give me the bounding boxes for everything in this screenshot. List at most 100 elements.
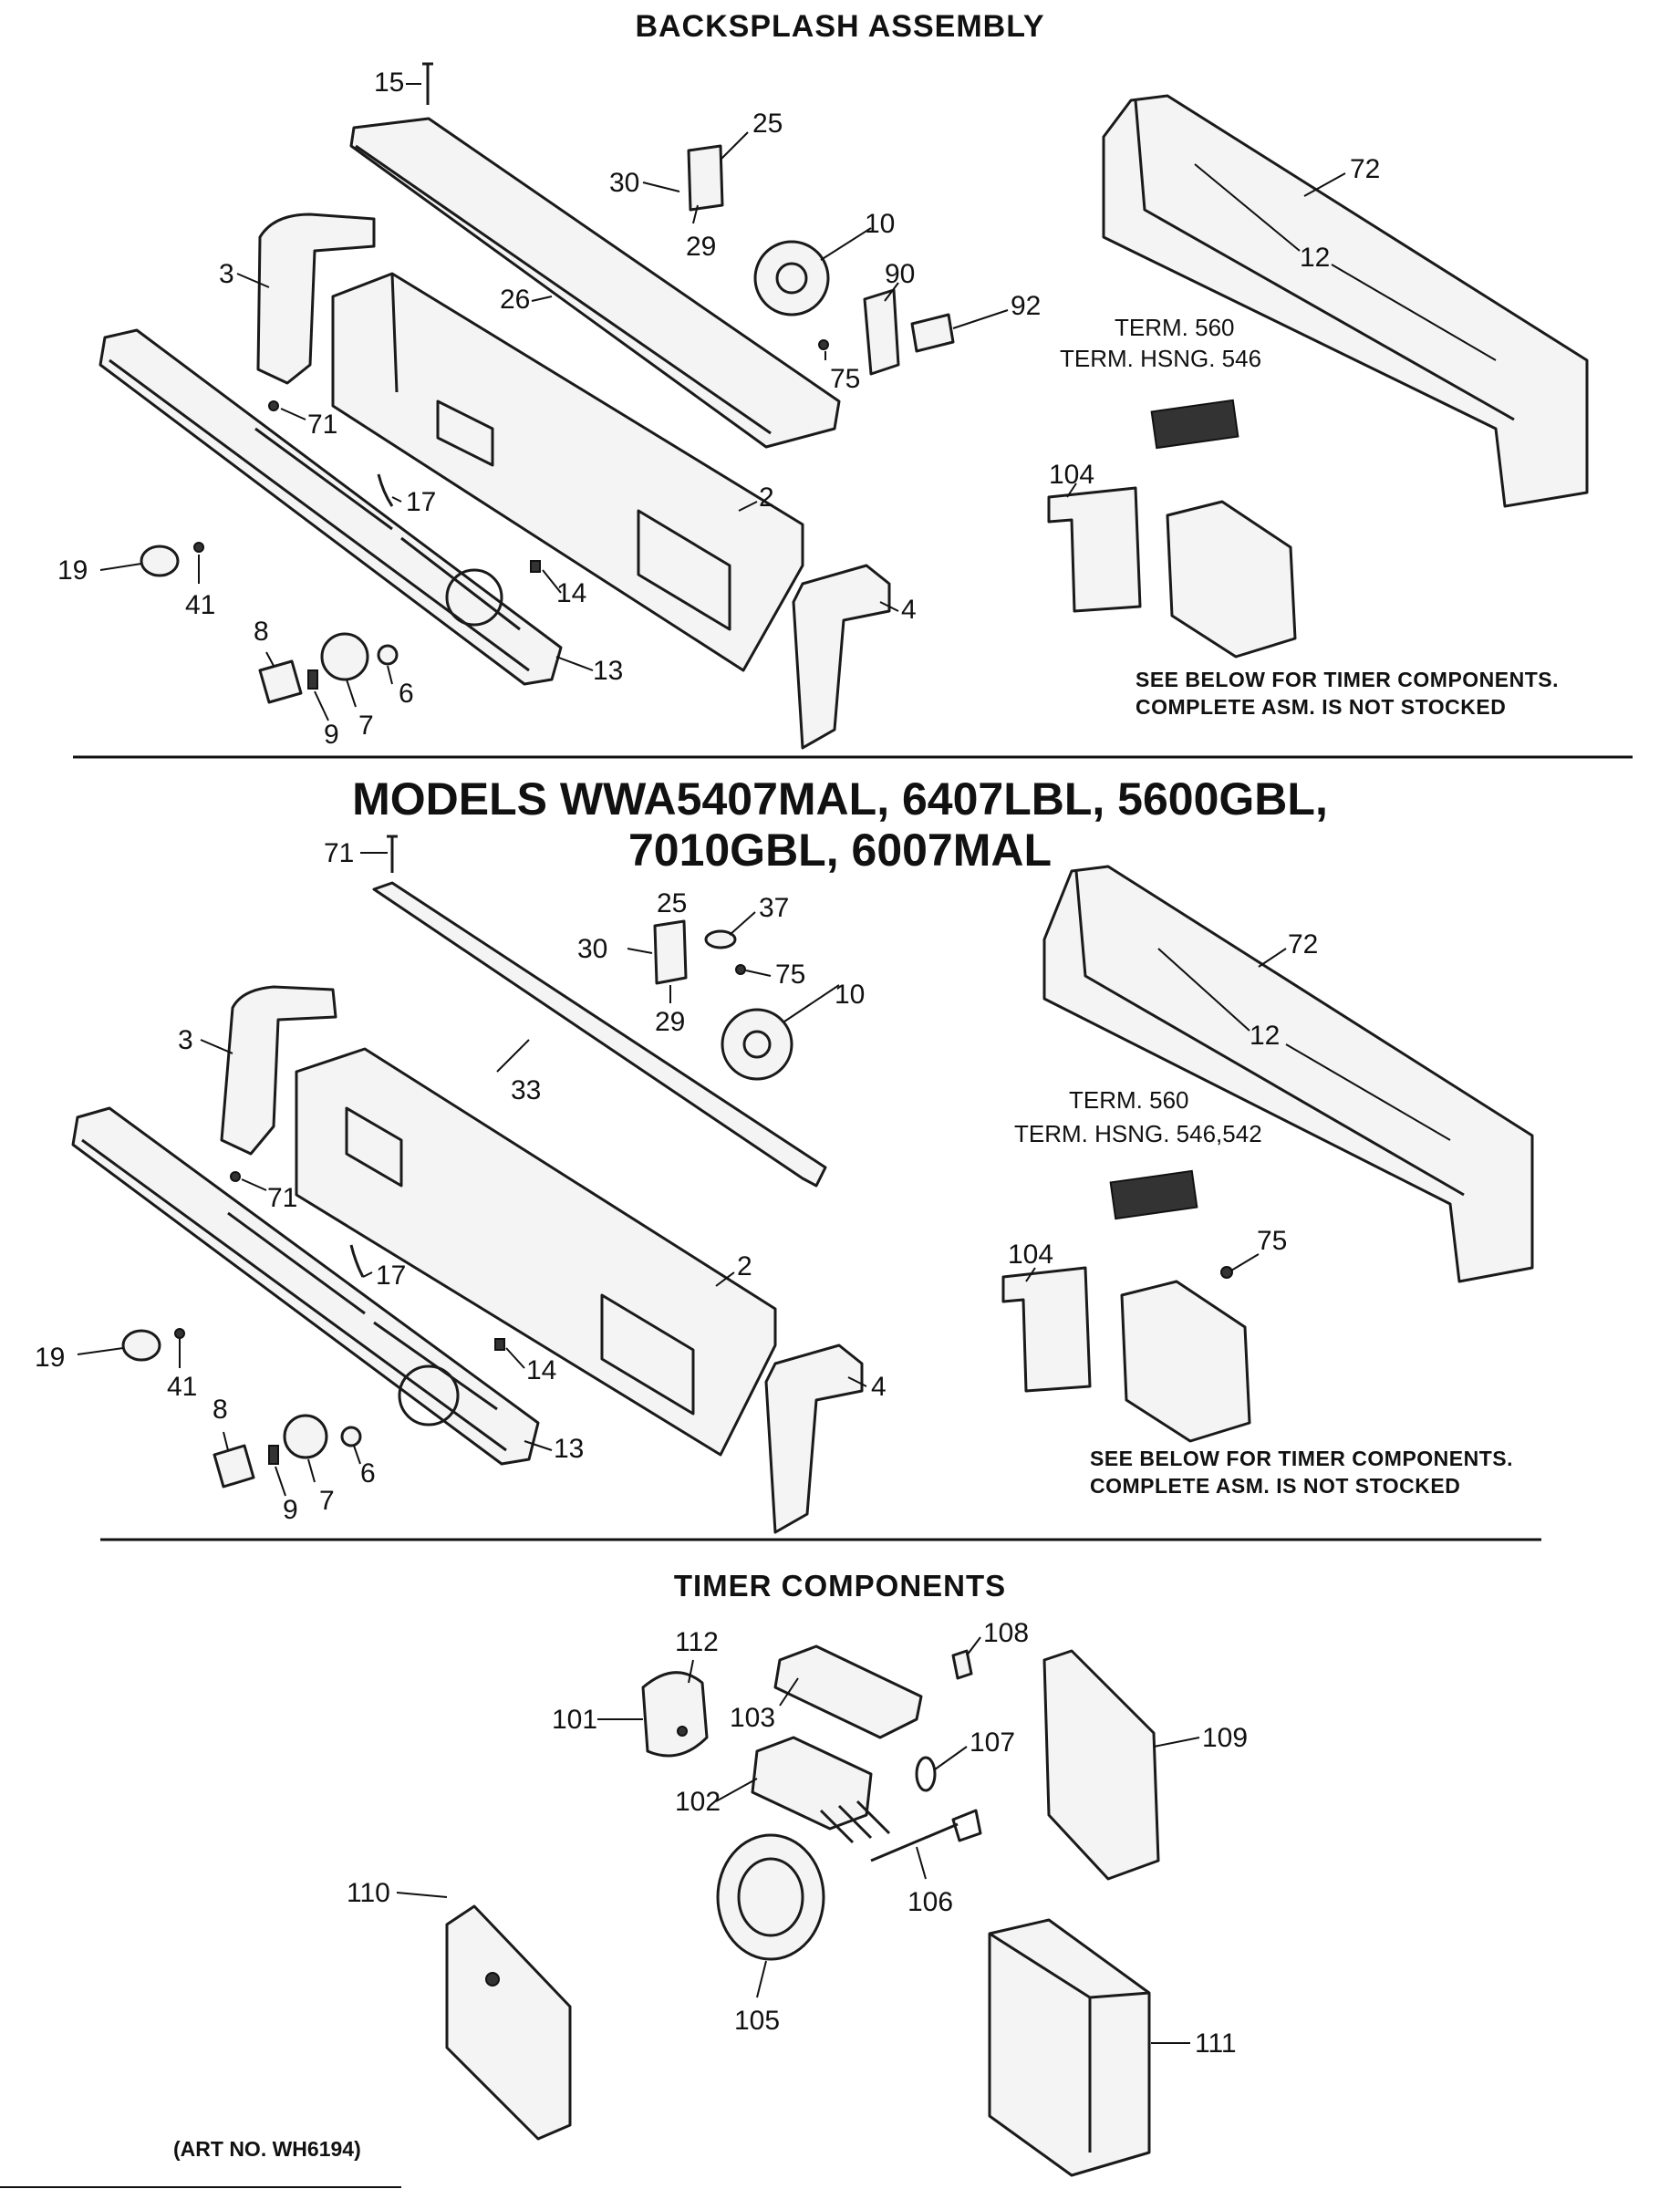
callout-4-middle: 4 xyxy=(871,1372,887,1402)
wire-17-middle xyxy=(349,1244,365,1278)
callout-12-middle: 12 xyxy=(1250,1021,1280,1051)
callout-72-middle: 72 xyxy=(1288,929,1318,960)
screw-71-middle xyxy=(230,1171,241,1182)
contact-block-102-terminals xyxy=(819,1800,891,1844)
timer-note-middle: SEE BELOW FOR TIMER COMPONENTS. COMPLETE… xyxy=(1090,1445,1513,1499)
callout-71-middle: 71 xyxy=(267,1183,297,1213)
screw-71-middle-top xyxy=(387,835,398,873)
front-panel-13-dial-ring xyxy=(445,568,503,627)
callout-13-middle: 13 xyxy=(554,1434,584,1464)
clip-9-middle xyxy=(268,1445,279,1465)
end-cap-3-top xyxy=(256,213,376,385)
callout-75-middle: 75 xyxy=(775,960,805,990)
callout-33-middle: 33 xyxy=(511,1075,541,1105)
cover-111-edges xyxy=(989,1932,1150,2153)
callout-14-top: 14 xyxy=(556,578,586,608)
screw-15-top xyxy=(422,62,433,105)
callout-104-top: 104 xyxy=(1049,460,1094,490)
callout-30-middle: 30 xyxy=(577,934,607,964)
screw-75-top xyxy=(818,339,829,350)
callout-3-middle: 3 xyxy=(178,1025,193,1055)
switch-92-top xyxy=(910,313,955,353)
screw-75-middle-timer xyxy=(1220,1266,1233,1279)
callout-2-middle: 2 xyxy=(737,1251,752,1281)
switch-25-top xyxy=(687,144,724,212)
shaft-106 xyxy=(870,1809,982,1862)
callout-9-middle: 9 xyxy=(283,1495,298,1525)
top-cap-edge xyxy=(355,144,772,435)
pressure-switch-10-middle xyxy=(721,1008,793,1081)
callout-90-top: 90 xyxy=(885,259,915,289)
callout-4-top: 4 xyxy=(901,595,917,625)
callout-71-top: 71 xyxy=(307,410,337,440)
callout-15-top: 15 xyxy=(374,67,404,98)
clip-14-middle xyxy=(494,1338,505,1351)
contact-block-103 xyxy=(773,1644,923,1739)
pressure-switch-10-top xyxy=(753,240,830,316)
control-housing-2-middle xyxy=(295,1047,777,1457)
terminal-housing-middle xyxy=(1109,1169,1198,1220)
callout-17-top: 17 xyxy=(406,487,436,517)
screw-41-top xyxy=(193,542,204,553)
callout-106: 106 xyxy=(907,1887,953,1917)
control-housing-2-windows xyxy=(390,273,731,631)
wire-17-top xyxy=(377,473,394,507)
callout-12-top: 12 xyxy=(1300,243,1330,273)
frame-110-gear xyxy=(485,1972,500,1987)
callout-112: 112 xyxy=(675,1627,719,1657)
callout-19-middle: 19 xyxy=(35,1343,65,1373)
rail-33-middle xyxy=(372,881,827,1188)
end-cap-3-middle xyxy=(220,985,337,1156)
dial-7-middle xyxy=(283,1414,328,1459)
callout-8-top: 8 xyxy=(254,617,269,647)
models-title-line-1: MODELS WWA5407MAL, 6407LBL, 5600GBL, xyxy=(352,773,1328,825)
screw-41-middle xyxy=(174,1328,185,1339)
bracket-72-top xyxy=(1102,94,1589,508)
timer-assembly-middle xyxy=(1120,1280,1251,1443)
motor-105-inner xyxy=(737,1857,804,1937)
terminal-label-top: TERM. 560 xyxy=(1115,314,1235,341)
spring-107 xyxy=(915,1756,937,1792)
cover-111 xyxy=(988,1918,1151,2177)
timer-component-parts xyxy=(445,1644,1160,2177)
callout-3-top: 3 xyxy=(219,259,234,289)
callout-101: 101 xyxy=(552,1705,597,1735)
callout-41-top: 41 xyxy=(185,590,215,620)
callout-9-top: 9 xyxy=(324,720,339,750)
switch-25-middle xyxy=(653,919,688,985)
clip-9-top xyxy=(307,669,318,690)
timer-note-middle-line-2: COMPLETE ASM. IS NOT STOCKED xyxy=(1090,1474,1461,1498)
middle-section-parts xyxy=(71,835,1534,1534)
bracket-90-top xyxy=(863,288,900,376)
timer-assembly-top xyxy=(1166,500,1297,659)
backsplash-assembly-title: BACKSPLASH ASSEMBLY xyxy=(635,9,1045,44)
timer-note-top-line-1: SEE BELOW FOR TIMER COMPONENTS. xyxy=(1136,668,1560,691)
dial-7-top xyxy=(320,632,369,681)
top-section-parts xyxy=(99,62,1589,750)
callouts-timer: 112 108 101 103 109 107 102 110 106 105 … xyxy=(347,1618,1248,2059)
knob-8-top xyxy=(258,659,303,704)
clip-108 xyxy=(951,1649,973,1680)
knob-19-top xyxy=(140,545,180,577)
callout-6-middle: 6 xyxy=(360,1458,376,1489)
callouts-top: 15 25 30 29 10 72 3 26 90 92 12 75 71 17… xyxy=(57,67,1380,750)
cam-101-hub xyxy=(677,1726,688,1737)
bushing-6-middle xyxy=(340,1426,362,1447)
callout-29-middle: 29 xyxy=(655,1007,685,1037)
callout-103: 103 xyxy=(730,1703,775,1733)
knob-8-middle xyxy=(213,1444,255,1489)
leader-lines xyxy=(77,83,1497,2044)
callout-14-middle: 14 xyxy=(526,1355,556,1385)
callout-108: 108 xyxy=(983,1618,1029,1648)
callout-75-middle-timer: 75 xyxy=(1257,1226,1287,1256)
terminal-label-middle: TERM. 560 xyxy=(1069,1086,1189,1114)
knob-19-middle xyxy=(121,1329,161,1362)
end-cap-4-middle xyxy=(764,1343,864,1534)
art-number: (ART NO. WH6194) xyxy=(173,2137,361,2161)
part-37-middle xyxy=(704,929,737,949)
callout-19-top: 19 xyxy=(57,555,88,586)
callout-17-middle: 17 xyxy=(376,1260,406,1291)
bracket-72-middle-edge xyxy=(1074,870,1465,1197)
timer-note-top: SEE BELOW FOR TIMER COMPONENTS. COMPLETE… xyxy=(1136,666,1559,721)
